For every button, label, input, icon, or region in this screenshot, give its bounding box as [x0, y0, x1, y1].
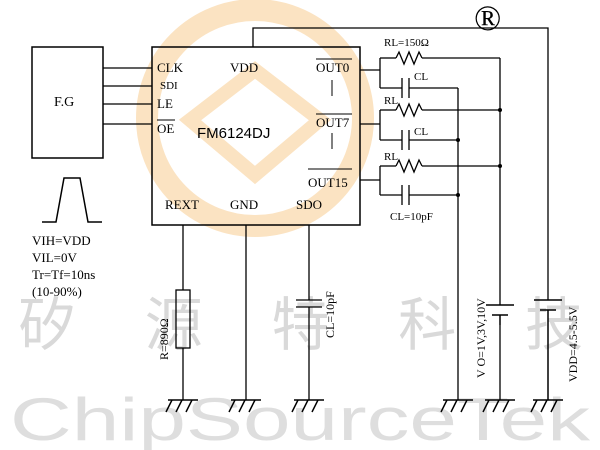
chip-name: FM6124DJ: [197, 125, 270, 142]
vdd-rail-wire: [252, 27, 549, 300]
spec-range: (10-90%): [32, 284, 82, 299]
pulse-waveform: [42, 177, 102, 223]
pin-oe: OE: [157, 121, 174, 136]
sdo-capacitor: [296, 225, 322, 400]
ground-vdd: [530, 399, 563, 413]
spec-vih: VIH=VDD: [32, 233, 91, 248]
watermark-english: ChipSourceTek: [10, 386, 591, 450]
pin-le: LE: [157, 96, 173, 111]
rext-resistor: [175, 225, 191, 400]
spec-tr-tf: Tr=Tf=10ns: [32, 267, 95, 282]
vdd-source-label: VDD=4.5-5.5V: [566, 306, 580, 382]
function-generator-box: [31, 46, 104, 159]
pin-out0: OUT0: [316, 60, 349, 75]
watermark-chinese: 矽源特科技: [18, 291, 583, 359]
pin-sdo: SDO: [296, 197, 322, 212]
ground-gnd: [228, 399, 261, 413]
cl-top-label: CL: [414, 71, 428, 83]
logo-watermark: [136, 0, 374, 237]
rl-low-label: RL: [384, 151, 398, 163]
ground-rext: [165, 399, 198, 413]
pin-gnd: GND: [230, 197, 258, 212]
junction-dots: [456, 108, 502, 197]
ground-vo: [482, 399, 515, 413]
cl-mid-label: CL: [414, 126, 428, 138]
pin-out15: OUT15: [308, 175, 348, 190]
registered-mark: ®: [474, 0, 501, 38]
pin-clk: CLK: [157, 60, 184, 75]
pin-rext: REXT: [165, 197, 199, 212]
ground-outputs: [440, 399, 473, 413]
vo-source-label: V O=1V,3V,10V: [474, 298, 488, 378]
output-network: [360, 50, 501, 400]
vo-source: [486, 304, 514, 325]
pin-vdd: VDD: [230, 60, 258, 75]
pin-sdi: SDI: [160, 80, 178, 92]
sdo-capacitor-label: CL=10pF: [323, 291, 337, 338]
ground-symbols: [165, 399, 563, 413]
ground-sdo: [291, 399, 324, 413]
chip-body: [151, 46, 361, 226]
vdd-source: [534, 299, 562, 400]
function-generator-label: F.G: [54, 95, 74, 110]
pin-out7: OUT7: [316, 115, 350, 130]
cl-bottom-label: CL=10pF: [390, 211, 433, 223]
rl-mid-label: RL: [384, 95, 398, 107]
rext-resistor-label: R=890Ω: [157, 318, 171, 360]
fg-signal-wires: [103, 67, 152, 125]
spec-vil: VIL=0V: [32, 250, 77, 265]
rl-top-label: RL=150Ω: [384, 37, 429, 49]
